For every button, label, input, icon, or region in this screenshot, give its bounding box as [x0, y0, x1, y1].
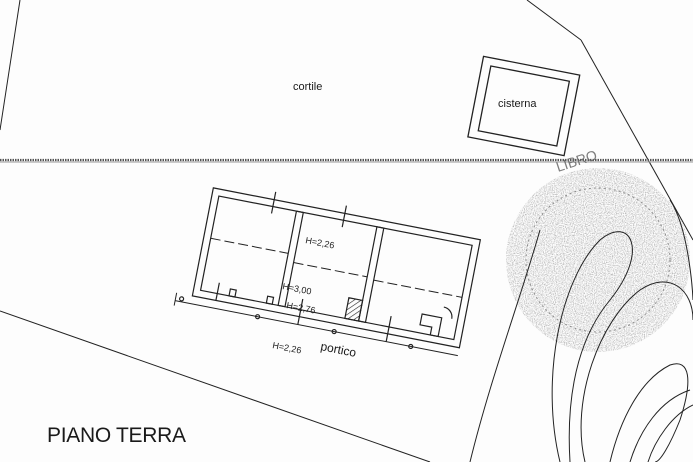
portico-label: portico: [319, 339, 357, 360]
height-label-2: H=3,00: [282, 281, 313, 296]
cisterna-tank: [467, 55, 581, 157]
official-stamp: LIBRO: [506, 147, 690, 352]
building-outer-wall: [191, 187, 482, 349]
building-inner-wall: [199, 195, 473, 341]
cisterna-label: cisterna: [498, 98, 537, 110]
partition-wall-1: [277, 210, 305, 308]
section-divider-line: [0, 158, 693, 163]
partition-wall-2: [357, 226, 385, 324]
cortile-label: cortile: [293, 81, 322, 93]
height-label-3: H=2,76: [286, 300, 317, 315]
plan-title: PIANO TERRA: [47, 424, 186, 447]
staircase: [344, 297, 364, 322]
height-label-4: H=2,26: [272, 340, 303, 355]
building-plan: [173, 187, 482, 357]
height-label-1: H=2,26: [305, 235, 336, 250]
